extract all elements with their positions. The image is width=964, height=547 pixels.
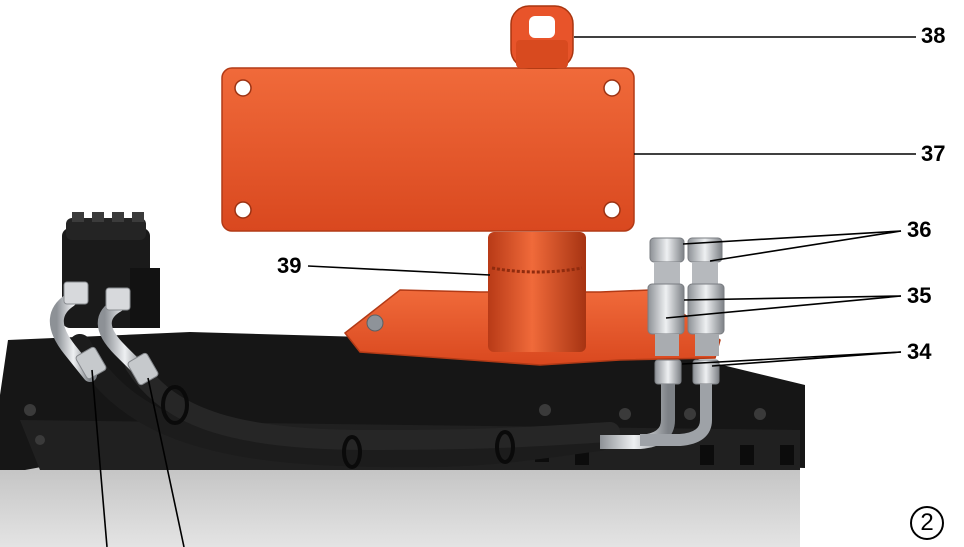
mounting-plate <box>221 67 635 232</box>
motor-fitting-left <box>49 281 107 382</box>
hose-left <box>69 334 611 468</box>
callout-37: 37 <box>921 141 946 166</box>
motor-side-block <box>130 268 160 328</box>
hose-clamps <box>161 385 515 469</box>
frame-bolts <box>24 404 766 445</box>
flange-bolt <box>366 314 384 332</box>
hydraulic-motor-cap <box>66 218 146 240</box>
motor-bolts <box>72 212 144 222</box>
ground-slab <box>0 455 800 547</box>
callout-39: 39 <box>277 253 302 278</box>
leader-bottom-b <box>147 377 185 547</box>
callout-38: 38 <box>921 23 946 48</box>
tube-weld-seam <box>491 266 583 274</box>
figure-number: 2 <box>920 509 934 536</box>
leader-bottom-a <box>91 369 108 547</box>
lifting-eye <box>510 5 574 69</box>
callout-34: 34 <box>907 339 932 364</box>
leader-36a <box>682 230 902 245</box>
motor-fitting-right <box>97 287 159 386</box>
leader-35b <box>665 295 902 319</box>
plate-holes <box>234 79 621 219</box>
figure-number-badge: 2 <box>910 506 944 540</box>
callout-36: 36 <box>907 217 932 242</box>
leader-lines <box>91 36 916 547</box>
leader-34b <box>711 351 902 367</box>
support-tube <box>488 232 586 352</box>
leader-36b <box>709 230 902 262</box>
leader-39 <box>307 265 491 276</box>
callout-35: 35 <box>907 283 932 308</box>
hose-right <box>125 355 620 451</box>
valve-fittings <box>600 237 725 449</box>
leader-35a <box>683 295 902 301</box>
